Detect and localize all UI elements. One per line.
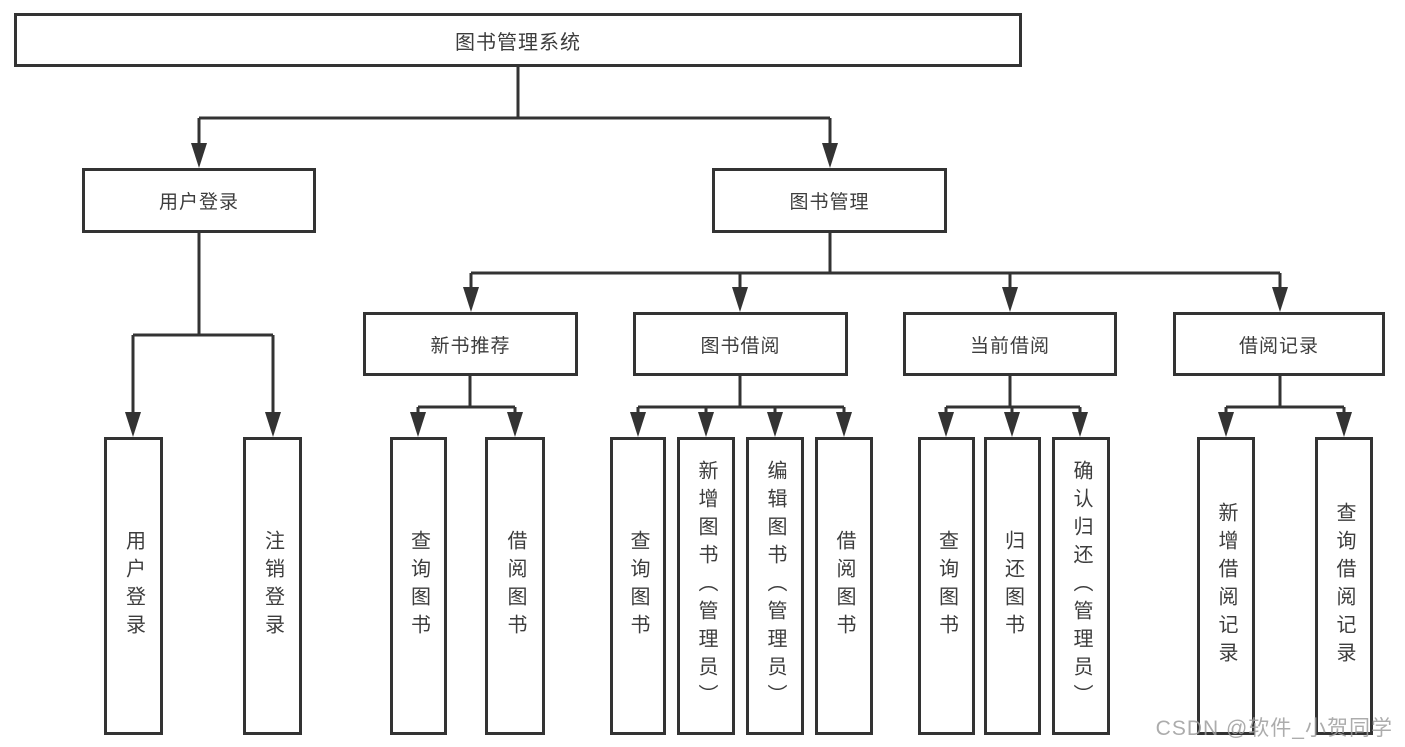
leaf-add-books-admin: 新增图书（管理员） [677,437,735,735]
csdn-watermark: CSDN @软件_小贺同学 [1155,717,1393,740]
leaf-label: 用户登录 [122,530,145,642]
node-module-label: 图书借阅 [700,335,781,357]
leaf-label: 新增图书（管理员） [695,460,717,712]
node-root-label: 图书管理系统 [455,31,581,54]
leaf-query-books-current: 查询图书 [918,437,975,735]
leaf-label: 借阅图书 [504,530,526,642]
node-module-new-book-recommend: 新书推荐 [363,312,578,376]
leaf-label: 编辑图书（管理员） [764,460,786,712]
leaf-borrow-books-recommend: 借阅图书 [485,437,545,735]
leaf-label: 查询借阅记录 [1333,502,1355,670]
leaf-query-books-borrow: 查询图书 [610,437,666,735]
leaf-label: 归还图书 [1001,530,1024,642]
leaf-logout: 注销登录 [243,437,302,735]
leaf-confirm-return-admin: 确认归还（管理员） [1052,437,1110,735]
node-module-label: 新书推荐 [430,335,511,357]
leaf-label: 借阅图书 [833,530,855,642]
leaf-label: 新增借阅记录 [1215,502,1237,670]
leaf-query-books-recommend: 查询图书 [390,437,447,735]
leaf-user-login: 用户登录 [104,437,163,735]
leaf-borrow-books: 借阅图书 [815,437,873,735]
node-module-book-borrow: 图书借阅 [633,312,848,376]
leaf-label: 查询图书 [407,530,430,642]
leaf-label: 查询图书 [627,530,649,642]
leaf-edit-books-admin: 编辑图书（管理员） [746,437,804,735]
node-module-borrow-records: 借阅记录 [1173,312,1385,376]
node-module-label: 借阅记录 [1238,335,1319,357]
node-module-current-borrow: 当前借阅 [903,312,1117,376]
leaf-query-borrow-record: 查询借阅记录 [1315,437,1373,735]
node-branch-label: 图书管理 [789,192,870,213]
node-branch-user-login: 用户登录 [82,168,316,233]
leaf-label: 确认归还（管理员） [1070,460,1092,712]
node-root-system: 图书管理系统 [14,13,1022,67]
leaf-add-borrow-record: 新增借阅记录 [1197,437,1255,735]
node-branch-label: 用户登录 [158,192,239,213]
node-branch-book-management: 图书管理 [712,168,947,233]
leaf-label: 注销登录 [261,530,284,642]
leaf-return-books: 归还图书 [984,437,1041,735]
leaf-label: 查询图书 [935,530,958,642]
node-module-label: 当前借阅 [969,335,1050,357]
